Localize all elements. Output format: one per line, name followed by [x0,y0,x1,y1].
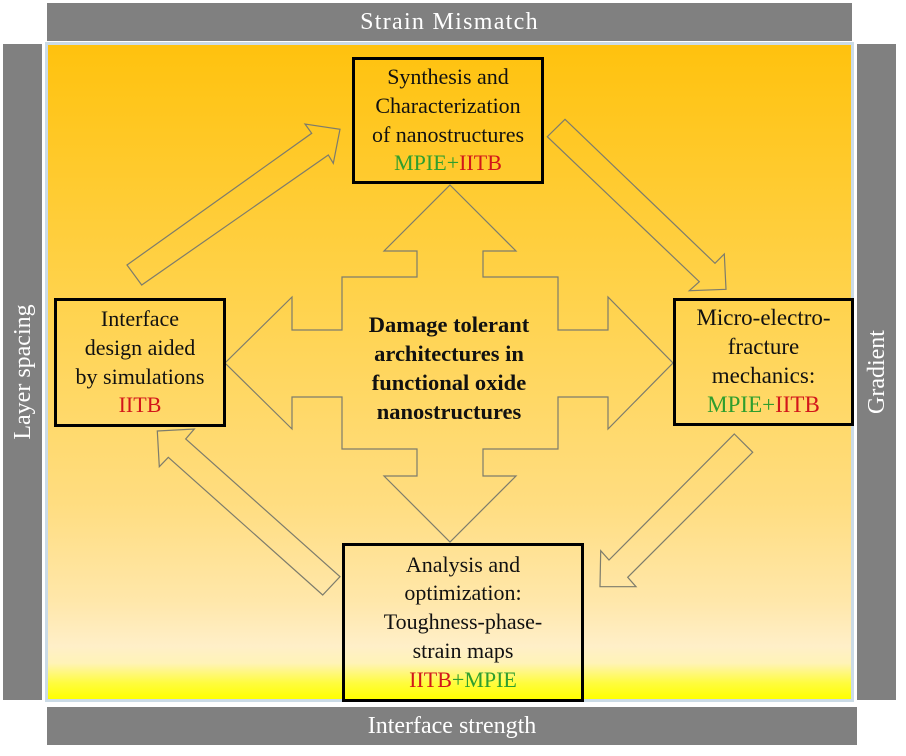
partner-iitb: IITB [459,150,502,176]
partner-line: IITB [119,391,162,420]
partner-line: IITB+MPIE [409,666,517,695]
synthesis-characterization-box: Synthesis and Characterization of nanost… [352,57,544,184]
central-theme-line: nanostructures [376,399,522,424]
box-text-line: strain maps [412,637,514,663]
partner-iitb: IITB [775,391,820,417]
partner-line: MPIE+IITB [394,149,502,178]
interface-design-box: Interface design aided by simulations II… [54,298,226,427]
fracture-mechanics-box: Micro-electro- fracture mechanics: MPIE+… [673,298,854,426]
left-axis-bar: Layer spacing [3,44,42,700]
top-axis-label: Strain Mismatch [360,8,539,35]
box-text-line: Characterization [375,92,521,118]
box-text-line: mechanics: [711,363,816,388]
box-text-line: Toughness-phase- [383,609,543,635]
bottom-axis-label: Interface strength [367,712,537,739]
four-way-arrow-icon [224,184,674,543]
partner-iitb: IITB [409,666,452,692]
arrow-right-to-bottom-icon [599,433,754,588]
box-text-line: fracture [727,334,800,360]
arrow-left-to-top-icon [126,123,341,286]
central-theme-line: architectures in [374,341,524,366]
box-text-line: Synthesis and [387,63,509,89]
arrow-bottom-to-left-icon [156,428,341,596]
central-theme-line: Damage tolerant [368,312,530,337]
box-text-line: Micro-electro- [696,305,831,331]
box-text-line: optimization: [404,580,522,606]
partner-plus: + [446,150,460,176]
central-theme-line: functional oxide [371,370,527,395]
box-text-line: Analysis and [405,551,521,577]
bottom-axis-bar: Interface strength [47,707,857,745]
right-axis-bar: Gradient [857,44,896,700]
partner-plus: + [762,391,776,417]
partner-mpie: MPIE [707,391,763,417]
top-axis-bar: Strain Mismatch [47,3,852,41]
partner-mpie: MPIE [464,666,517,692]
partner-line: MPIE+IITB [707,391,820,420]
box-text-line: design aided [84,334,196,360]
partner-iitb: IITB [118,392,162,418]
box-text-line: of nanostructures [371,121,525,147]
arrow-top-to-right-icon [546,118,727,292]
partner-plus: + [451,666,465,692]
analysis-optimization-box: Analysis and optimization: Toughness-pha… [342,543,584,702]
central-theme: Damage tolerant architectures in functio… [369,310,530,426]
box-text-line: Interface [100,305,180,331]
box-text-line: by simulations [75,363,205,389]
partner-mpie: MPIE [394,150,447,176]
